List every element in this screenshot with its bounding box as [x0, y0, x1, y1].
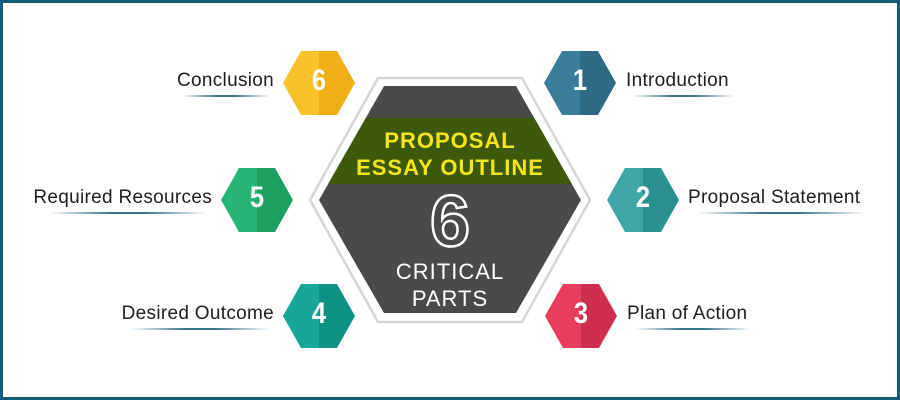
title-band — [319, 118, 581, 184]
part-number-2: 2 — [635, 181, 651, 214]
center-subtitle-line2: PARTS — [411, 286, 489, 311]
hexagon-4 — [283, 284, 355, 348]
part-label-proposal-statement: Proposal Statement — [688, 187, 861, 208]
part-number-3: 3 — [573, 297, 589, 330]
center-hexagon-outline — [308, 76, 592, 324]
part-label-conclusion: Conclusion — [177, 70, 274, 91]
part-number-5: 5 — [249, 181, 265, 214]
hexagon-3 — [545, 284, 617, 348]
underline — [632, 95, 734, 97]
underline — [696, 212, 866, 214]
hexagon-1 — [544, 51, 616, 115]
underline — [48, 212, 208, 214]
part-number-4: 4 — [311, 297, 327, 330]
center-number: 6 — [429, 182, 472, 262]
center-title-line2: ESSAY OUTLINE — [356, 155, 544, 180]
part-label-introduction: Introduction — [626, 70, 729, 91]
underline — [635, 328, 750, 330]
part-label-required-resources: Required Resources — [33, 187, 212, 208]
part-label-desired-outcome: Desired Outcome — [121, 303, 274, 324]
part-label-plan-of-action: Plan of Action — [627, 303, 748, 324]
hexagon-2 — [607, 168, 679, 232]
underline — [130, 328, 270, 330]
part-number-6: 6 — [311, 64, 327, 97]
part-number-1: 1 — [572, 64, 588, 97]
hexagon-5 — [221, 168, 293, 232]
hexagon-6 — [283, 51, 355, 115]
center-title-line1: PROPOSAL — [384, 128, 516, 153]
center-subtitle-line1: CRITICAL — [395, 259, 505, 284]
underline — [182, 95, 270, 97]
